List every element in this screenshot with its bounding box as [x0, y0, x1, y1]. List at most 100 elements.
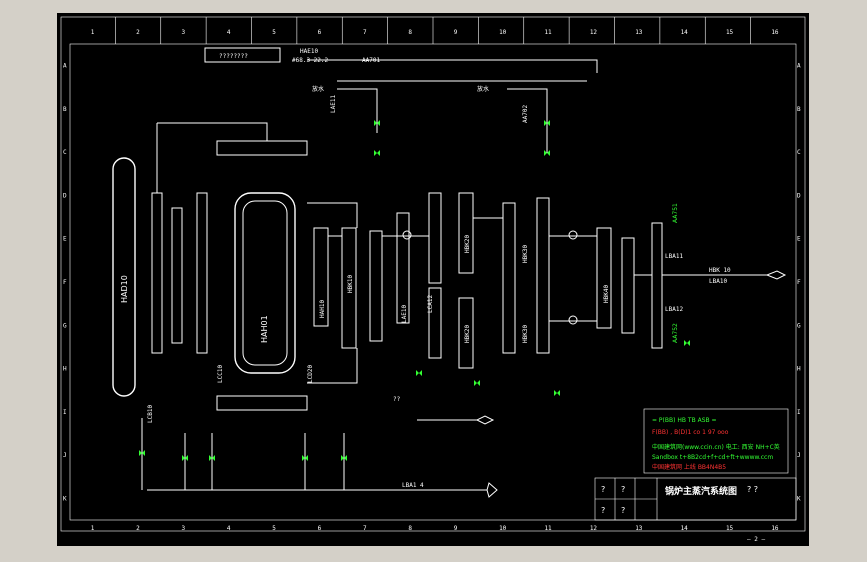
tag-aa702: AA702: [522, 105, 529, 123]
col-top-13: 13: [635, 29, 643, 36]
mid-arrow: [417, 415, 495, 425]
furnace-body: [234, 192, 296, 374]
furnace-inner: [242, 200, 288, 366]
row-right-K: K: [797, 495, 801, 502]
mid-q: ??: [393, 396, 401, 403]
tag-lcc: LCC10: [217, 365, 224, 383]
valve-marker: [302, 455, 308, 461]
valve-markers: [139, 120, 690, 461]
col-top-7: 7: [363, 29, 367, 36]
col-bottom-4: 4: [227, 525, 231, 532]
row-left-I: I: [63, 409, 67, 416]
row-left-C: C: [63, 149, 67, 156]
valve-marker: [341, 455, 347, 461]
header-hbk20-label: HBK20: [464, 235, 471, 253]
col-bottom-14: 14: [681, 525, 689, 532]
col-bottom-13: 13: [635, 525, 643, 532]
col-top-8: 8: [408, 29, 412, 36]
col-bottom-6: 6: [318, 525, 322, 532]
header-final: [621, 237, 635, 334]
top-valve-label: AA701: [362, 57, 380, 64]
valve-marker: [209, 455, 215, 461]
row-left-B: B: [63, 106, 67, 113]
col-top-9: 9: [454, 29, 458, 36]
col-top-3: 3: [181, 29, 185, 36]
col-top-4: 4: [227, 29, 231, 36]
link-b: [307, 348, 358, 384]
bottom-pipe-label: LBA1 4: [402, 482, 424, 489]
valve-marker: [554, 390, 560, 396]
row-right-I: I: [797, 409, 801, 416]
header-hbk40: [536, 197, 550, 354]
drain-line-2: [507, 88, 548, 153]
sheet-number: — 2 —: [747, 536, 765, 543]
header-hah10-label: HAH10: [319, 300, 326, 318]
valve-circle-1: [402, 230, 412, 240]
tag-lae: LAE11: [330, 95, 337, 113]
title-q3: ? ?: [747, 485, 758, 494]
col-top-6: 6: [318, 29, 322, 36]
row-left-K: K: [63, 495, 67, 502]
steam-a-label: LBA11: [665, 253, 683, 260]
col-bottom-7: 7: [363, 525, 367, 532]
col-bottom-1: 1: [91, 525, 95, 532]
furnace-label: HAH01: [260, 315, 269, 343]
col-bottom-15: 15: [726, 525, 734, 532]
col-bottom-5: 5: [272, 525, 276, 532]
header-hbk30-d-label: HBK30: [522, 325, 529, 343]
left-top-box: [204, 47, 281, 63]
row-left-E: E: [63, 236, 67, 243]
top-pipe-value: #68.3 22.2: [292, 57, 329, 64]
outlet-tag: HBK 10: [709, 267, 731, 274]
col-bottom-12: 12: [590, 525, 598, 532]
header-hbk30-c: [502, 202, 516, 354]
valve-marker: [474, 380, 480, 386]
row-right-H: H: [797, 366, 801, 373]
row-left-G: G: [63, 322, 67, 329]
col-top-5: 5: [272, 29, 276, 36]
header-1: [151, 192, 163, 354]
legend-line-3: 中国建筑网(www.ccin.cn) 电工: 西安 NH+C英: [652, 443, 780, 451]
legend-line-4: Sandbox t+8B2cd+f+cd+ft+wwww.ccm: [652, 454, 773, 461]
row-right-J: J: [797, 452, 801, 459]
valve-marker: [374, 150, 380, 156]
col-bottom-16: 16: [771, 525, 779, 532]
title-q2: ?: [621, 485, 625, 494]
tag-lca: LCA12: [427, 295, 434, 313]
col-top-11: 11: [544, 29, 552, 36]
header-3: [196, 192, 208, 354]
header-hbk30-b: [458, 297, 474, 369]
riser-top: [157, 122, 268, 141]
legend-box: [643, 408, 789, 474]
header-2: [171, 207, 183, 344]
valve-circle-2: [568, 230, 578, 240]
header-lae-label: LAE10: [401, 305, 408, 323]
tag-aa751: AA751: [672, 203, 679, 223]
valve-marker: [544, 150, 550, 156]
col-bottom-9: 9: [454, 525, 458, 532]
tag-lcb: LCB10: [147, 405, 154, 423]
left-top-box-text: ????????: [219, 53, 248, 60]
drawing-title: 锅炉主蒸汽系统图: [664, 485, 737, 497]
valve-marker: [182, 455, 188, 461]
bottom-box: [216, 395, 308, 411]
col-top-12: 12: [590, 29, 598, 36]
col-bottom-10: 10: [499, 525, 507, 532]
top-pipe-label: HAE10: [300, 48, 318, 55]
drum-label: HAD10: [120, 275, 129, 303]
discharge-1: 放水: [312, 85, 324, 93]
row-left-J: J: [63, 452, 67, 459]
header-hbk30-a: [428, 287, 442, 359]
col-top-16: 16: [771, 29, 779, 36]
row-right-C: C: [797, 149, 801, 156]
row-right-G: G: [797, 322, 801, 329]
row-right-E: E: [797, 236, 801, 243]
title-q4: ?: [601, 506, 605, 515]
tag-aa752: AA752: [672, 323, 679, 343]
steam-header: [651, 222, 663, 349]
header-hbk40-label: HBK40: [603, 285, 610, 303]
schematic-canvas: 1122334455667788991010111112121313141415…: [60, 16, 806, 543]
tag-lcd: LCD20: [307, 365, 314, 383]
